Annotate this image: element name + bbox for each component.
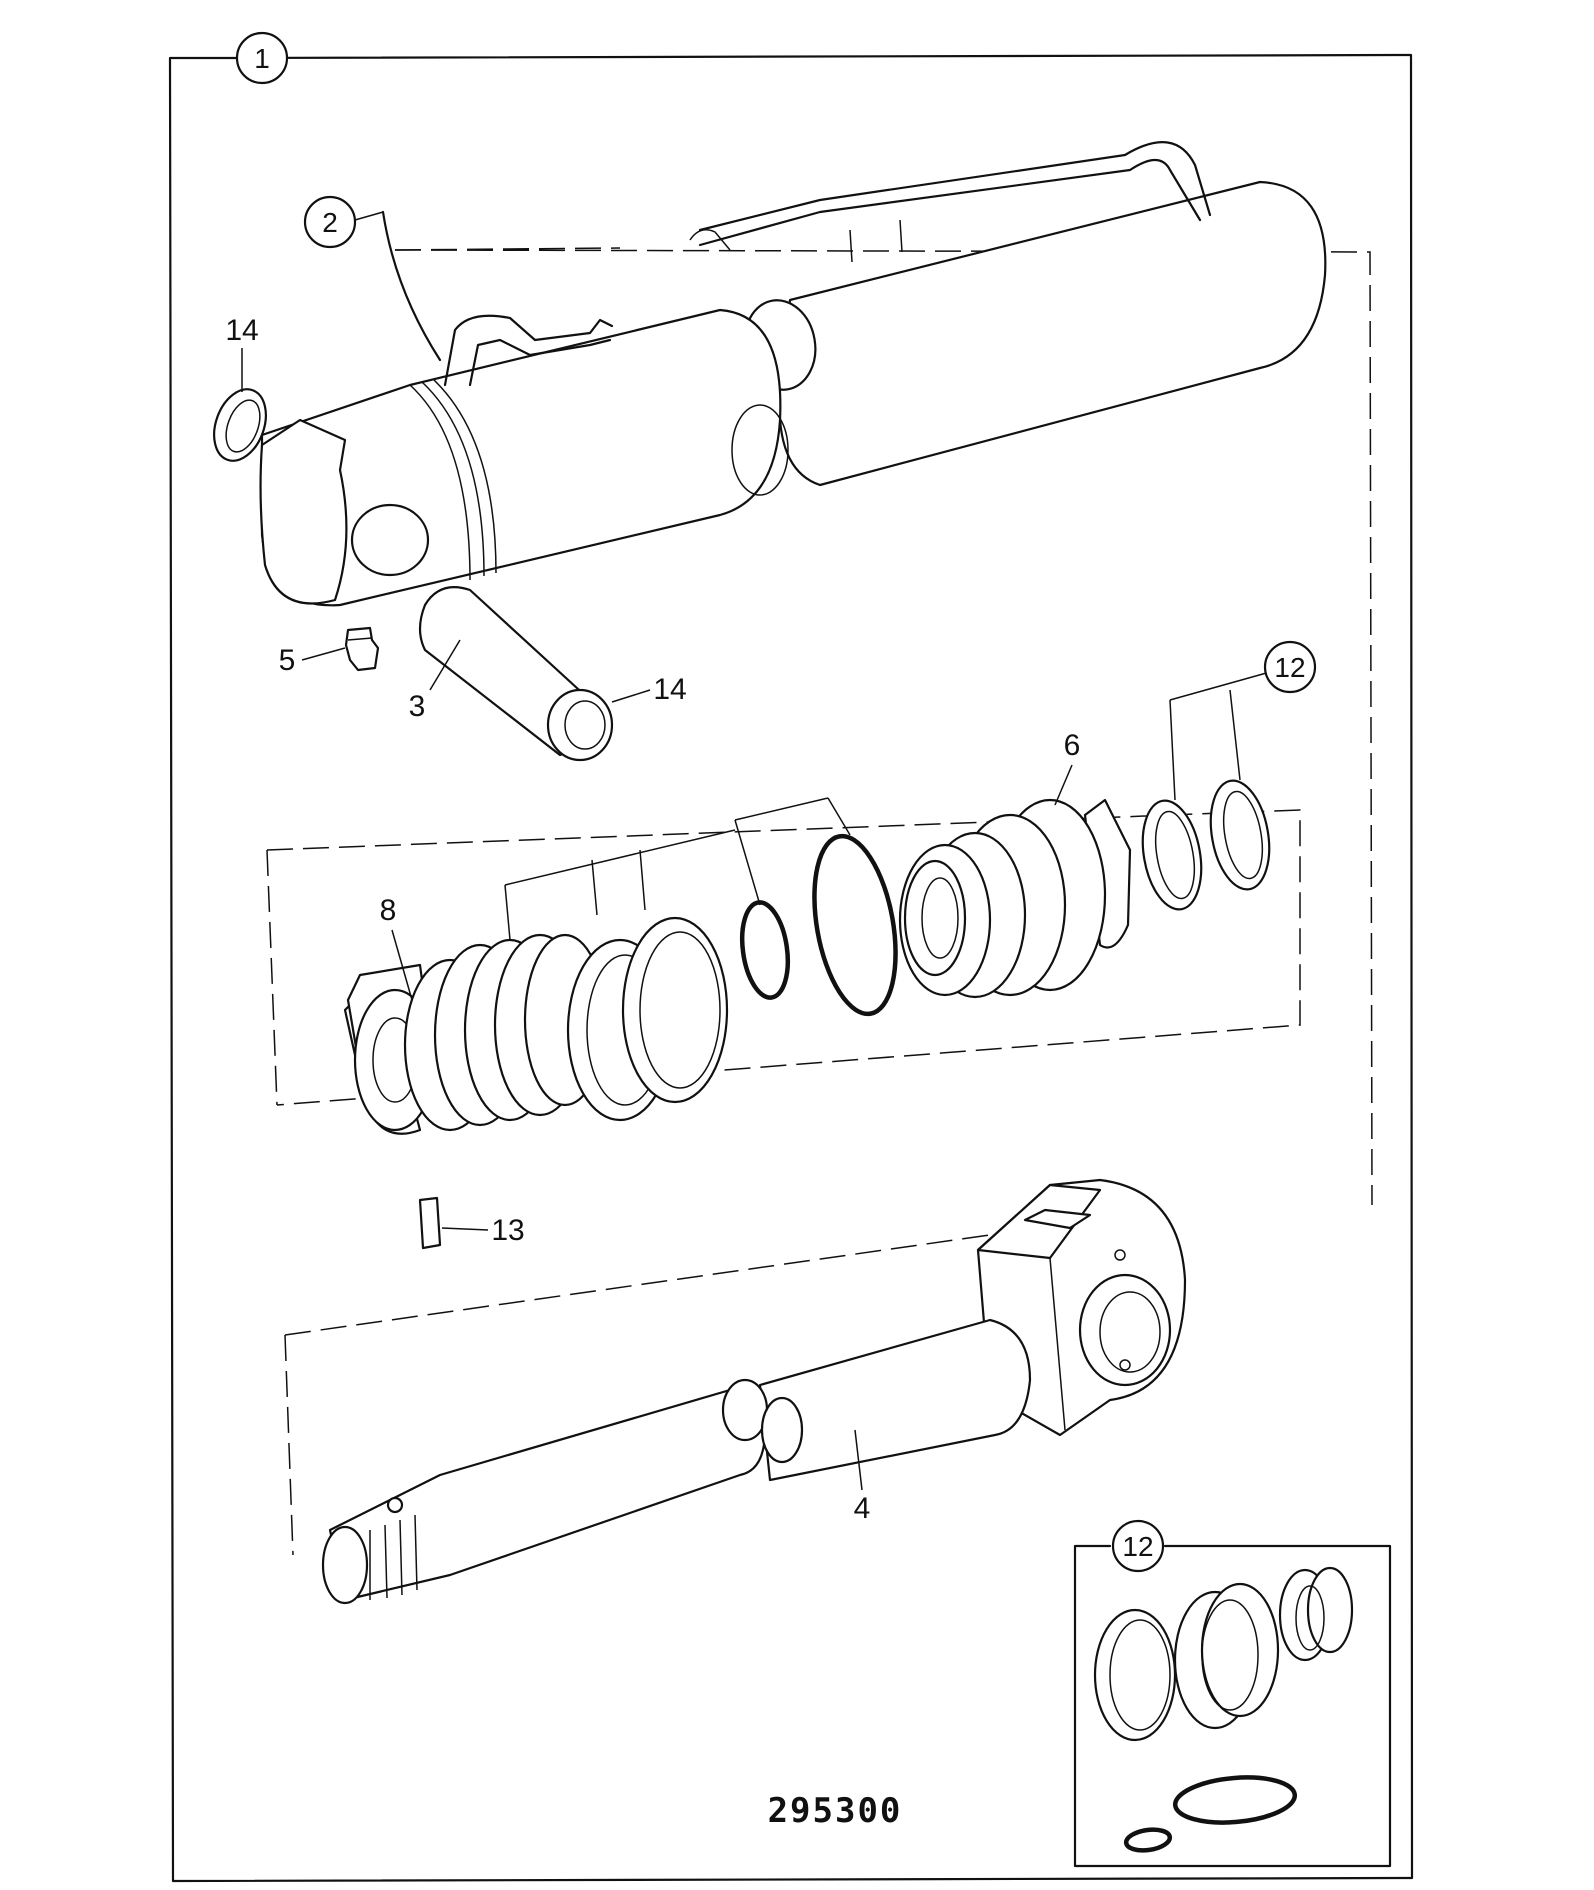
callout-2: 2 <box>322 207 338 238</box>
cylinder-barrel <box>213 141 1373 1206</box>
callout-6: 6 <box>1064 729 1081 762</box>
callout-3: 3 <box>409 690 426 723</box>
dowel-13 <box>418 1196 442 1250</box>
callout-14-sleeve: 14 <box>653 673 686 706</box>
gland-seal-a <box>1141 799 1203 911</box>
piston-gland-assembly <box>266 671 1301 1250</box>
callout-bubble-12-inset <box>1111 1519 1165 1573</box>
callout-bubble-12-main <box>1263 640 1317 694</box>
piston-8 <box>343 933 607 1135</box>
callout-5: 5 <box>279 644 296 677</box>
callout-12-inset: 12 <box>1122 1531 1153 1562</box>
callout-8: 8 <box>380 894 397 927</box>
piston-rod-4 <box>284 1178 1187 1605</box>
callout-bubble-2 <box>303 195 357 249</box>
gland-6 <box>898 798 1132 999</box>
seal-kit-inset <box>1073 1544 1392 1868</box>
piston-ring-b <box>621 916 729 1104</box>
grease-nipple-5 <box>344 626 380 672</box>
callout-4: 4 <box>854 1492 871 1525</box>
callout-1: 1 <box>254 43 270 74</box>
callout-14-top: 14 <box>225 314 258 347</box>
callout-13: 13 <box>491 1214 524 1247</box>
outer-frame <box>168 53 1414 1883</box>
callout-12-main: 12 <box>1274 652 1305 683</box>
drawing-number: 295300 <box>768 1791 903 1831</box>
gland-seal-b <box>1209 779 1271 891</box>
callout-bubble-1 <box>235 31 289 85</box>
o-ring-small <box>739 900 791 1000</box>
o-ring-large <box>812 833 898 1017</box>
